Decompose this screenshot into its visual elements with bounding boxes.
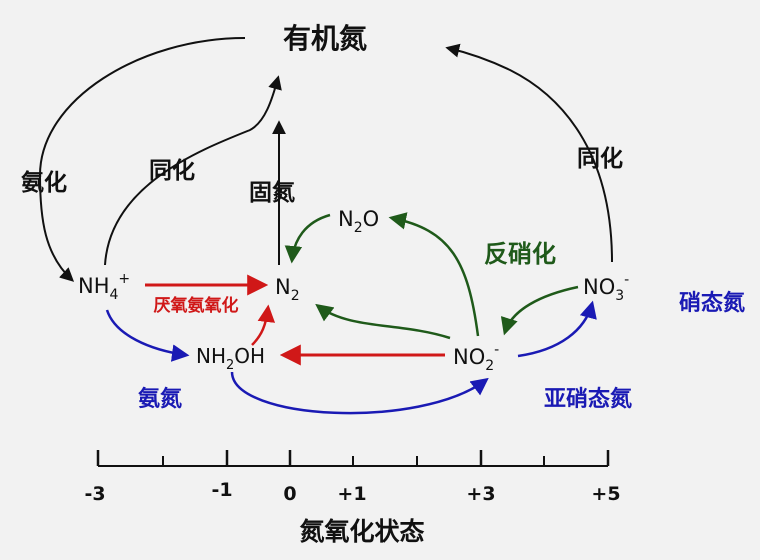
- axis-tick-label: +1: [337, 483, 366, 505]
- label-assimilation-left: 同化: [149, 157, 195, 184]
- label-ammonification: 氨化: [21, 169, 67, 196]
- arrow-nitrite-to-nitrate: [517, 300, 597, 358]
- species-no2: NO2-: [453, 342, 499, 374]
- label-anammox: 厌氧氨氧化: [154, 295, 239, 316]
- arrow-assimilation-right: [445, 43, 613, 263]
- label-nitrate-nitrogen: 硝态氮: [679, 290, 745, 316]
- species-no3: NO3-: [583, 272, 629, 304]
- label-nitrite-nitrogen: 亚硝态氮: [544, 386, 632, 412]
- label-assimilation-right: 同化: [577, 145, 623, 172]
- species-n2: N2: [275, 275, 300, 304]
- axis-title: 氮氧化状态: [299, 517, 424, 546]
- label-nitrogen-fixation: 固氮: [249, 180, 295, 206]
- label-ammonia-nitrogen: 氨氮: [138, 386, 182, 412]
- arrow-ammonium-to-hydroxylamine: [105, 309, 190, 362]
- arrow-hydroxylamine-to-n2: [251, 304, 276, 346]
- axis-tick-label: -3: [84, 483, 105, 505]
- axis-tick-label: -1: [211, 479, 232, 501]
- arrow-nitrate-to-nitrite: [500, 285, 579, 336]
- arrow-nitrite-to-n2o: [388, 212, 480, 337]
- title-organic-nitrogen: 有机氮: [283, 22, 367, 55]
- species-n2o: N2O: [338, 207, 379, 236]
- arrow-nitrite-to-n2: [315, 303, 451, 340]
- arrow-assimilation-left: [104, 75, 282, 266]
- arrow-hydroxylamine-to-nitrite: [230, 371, 489, 415]
- axis-tick-label: 0: [283, 483, 296, 505]
- label-denitrification: 反硝化: [484, 240, 556, 268]
- axis-tick-label: +3: [466, 483, 495, 505]
- oxidation-state-axis: -3 -1 0 +1 +3 +5 氮氧化状态: [84, 450, 621, 546]
- arrow-n2o-to-n2: [284, 213, 331, 264]
- species-nh2oh: NH2OH: [196, 344, 265, 373]
- arrow-ammonification: [38, 37, 246, 282]
- species-nh4: NH4+: [78, 271, 130, 303]
- axis-tick-label: +5: [591, 483, 620, 505]
